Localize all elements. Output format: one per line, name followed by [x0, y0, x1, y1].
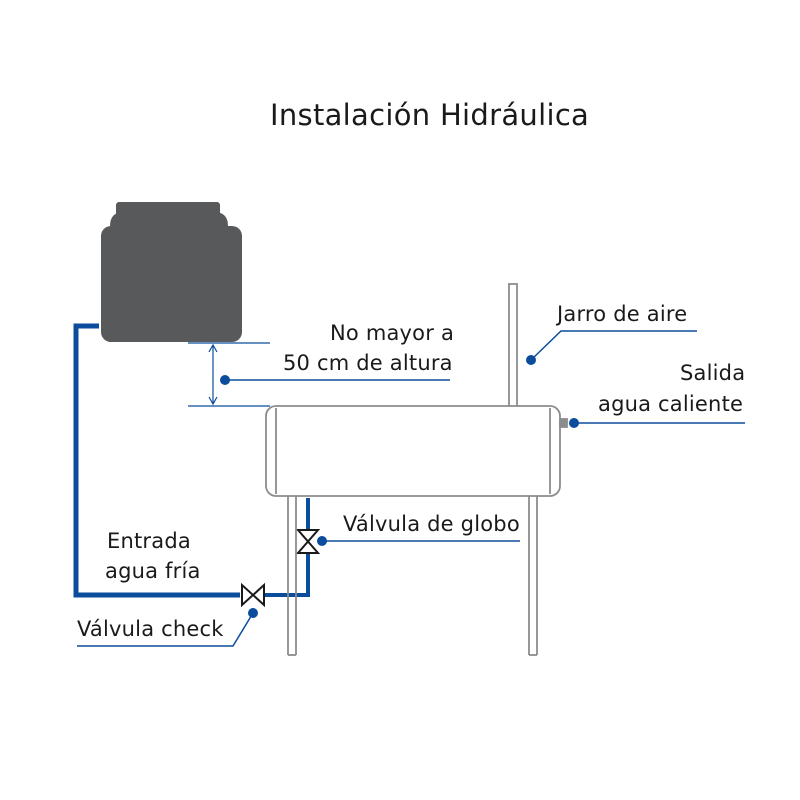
hot-outlet-label-line2: agua caliente	[598, 392, 744, 416]
height-label-line1: No mayor a	[330, 321, 455, 345]
height-label-line2: 50 cm de altura	[283, 351, 453, 375]
inlet-pipe-continuation	[264, 553, 310, 597]
heater-tank	[265, 283, 568, 656]
check-valve-label: Válvula check	[77, 617, 224, 641]
water-tank	[101, 202, 242, 342]
diagram-title: Instalación Hidráulica	[270, 98, 590, 132]
height-dimension	[188, 342, 270, 407]
check-valve-icon	[241, 582, 265, 608]
globe-valve-label: Válvula de globo	[343, 512, 520, 536]
height-leader	[220, 375, 450, 385]
cold-inlet-label-line1: Entrada	[107, 529, 191, 553]
globe-valve-icon	[295, 529, 321, 554]
air-vent-leader	[530, 330, 697, 361]
air-vent-label: Jarro de aire	[557, 302, 688, 326]
cold-inlet-pipe	[73, 323, 240, 598]
hot-outlet-label-line1: Salida	[680, 361, 746, 385]
cold-inlet-label-line2: agua fría	[105, 559, 201, 583]
